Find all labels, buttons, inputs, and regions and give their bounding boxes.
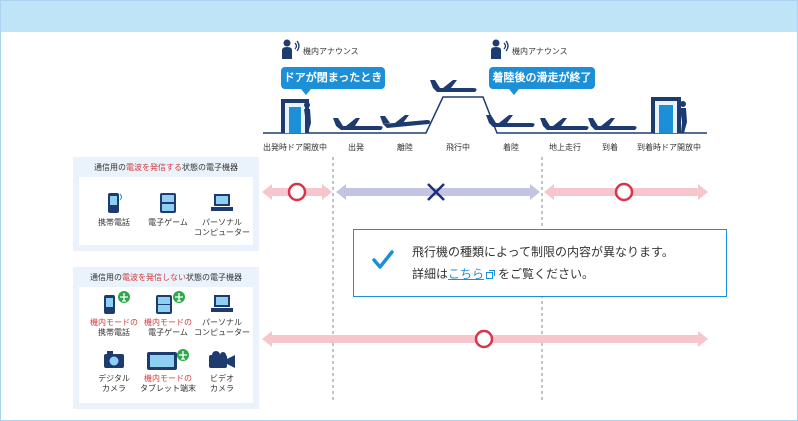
game-console-icon <box>160 193 176 213</box>
panel-body: 機内モードの 携帯電話 機内モードの 電子ゲーム パーソナル コンピューター <box>79 287 253 403</box>
title-text: 通信用の <box>94 163 126 172</box>
flight-path-line <box>263 96 707 134</box>
bubble-taxi-end: 着陸後の滑走が終了 <box>489 67 595 95</box>
stage-label: 飛行中 <box>446 143 470 152</box>
device-digital-camera: デジタル カメラ <box>83 349 145 394</box>
announce-label-left: 機内アナウンス <box>303 47 359 56</box>
title-text: 状態の電子機器 <box>186 273 242 282</box>
device-label: 携帯電話 <box>98 218 130 227</box>
title-highlight: 電波を発信する <box>126 163 182 172</box>
device-label: コンピューター <box>194 228 250 237</box>
stage-label: 着陸 <box>503 143 519 152</box>
timeline-arrows <box>262 157 708 403</box>
notice-line-1: 飛行機の種類によって制限の内容が異なります。 <box>412 245 674 259</box>
stage-label: 離陸 <box>397 143 413 152</box>
device-mobile-phone: 機内モードの 携帯電話 <box>83 291 145 338</box>
announce-label-right: 機内アナウンス <box>512 47 568 56</box>
stage-label: 到着 <box>602 143 618 152</box>
airplane-icon <box>380 115 431 128</box>
door-open-icon <box>281 99 311 133</box>
panel-body: 携帯電話 電子ゲーム パーソナル コンピューター <box>79 177 253 245</box>
title-text: 状態の電子機器 <box>182 163 238 172</box>
device-label: カメラ <box>210 384 234 393</box>
laptop-icon <box>211 194 233 211</box>
allowed-circle-mark <box>287 182 307 202</box>
device-label: カメラ <box>102 384 126 393</box>
airplane-icon <box>430 80 477 92</box>
device-game-console: 機内モードの 電子ゲーム <box>137 291 199 338</box>
panel-transmitting: 通信用の電波を発信する状態の電子機器 携帯電話 電子ゲーム パーソ <box>73 157 259 251</box>
device-label: 電子ゲーム <box>148 218 188 227</box>
device-laptop: パーソナル コンピューター <box>191 291 253 338</box>
device-video-camera: ビデオ カメラ <box>191 349 253 394</box>
airplane-icon <box>540 118 589 130</box>
announcer-icon <box>491 39 509 59</box>
top-band <box>1 1 797 32</box>
arrow-allowed <box>262 329 708 349</box>
device-mode-label: 機内モードの <box>144 374 192 383</box>
arrow-allowed <box>544 182 708 202</box>
stage-label: 到着時ドア開放中 <box>637 143 701 152</box>
device-mode-label: 機内モードの <box>90 318 138 327</box>
device-game-console: 電子ゲーム <box>137 191 199 228</box>
stage-label: 地上走行 <box>549 143 581 152</box>
announcer-icon <box>282 39 300 59</box>
notice-box: 飛行機の種類によって制限の内容が異なります。 詳細はこちらをご覧ください。 <box>353 229 727 297</box>
digital-camera-icon <box>104 351 124 368</box>
arrow-forbidden <box>336 183 540 201</box>
device-label: パーソナル <box>202 218 242 227</box>
mobile-phone-icon <box>104 291 130 314</box>
flight-scene <box>263 80 707 134</box>
bubble-door-closed: ドアが閉まったとき <box>281 67 385 95</box>
panel-title: 通信用の電波を発信する状態の電子機器 <box>73 162 259 173</box>
stage-label: 出発 <box>348 143 364 152</box>
device-tablet: 機内モードの タブレット端末 <box>137 349 199 394</box>
device-label: コンピューター <box>194 328 250 337</box>
device-label: 電子ゲーム <box>148 328 188 337</box>
panel-title: 通信用の電波を発信しない状態の電子機器 <box>73 272 259 283</box>
device-label: ビデオ <box>210 374 234 383</box>
device-mobile-phone: 携帯電話 <box>83 191 145 228</box>
forbidden-x-mark <box>427 183 445 201</box>
allowed-circle-mark <box>474 329 494 349</box>
allowed-circle-mark <box>614 182 634 202</box>
device-label: パーソナル <box>202 318 242 327</box>
panel-not-transmitting: 通信用の電波を発信しない状態の電子機器 機内モードの 携帯電話 機内モードの 電… <box>73 267 259 409</box>
notice-text: をご覧ください。 <box>498 267 595 281</box>
device-label: デジタル <box>98 374 130 383</box>
title-text: 通信用の <box>90 273 122 282</box>
mobile-phone-icon <box>108 193 122 213</box>
device-label: タブレット端末 <box>140 384 196 393</box>
notice-line-2: 詳細はこちらをご覧ください。 <box>412 265 594 282</box>
notice-text: 詳細は <box>412 267 449 281</box>
title-highlight: 電波を発信しない <box>122 273 186 282</box>
device-laptop: パーソナル コンピューター <box>191 191 253 238</box>
airplane-icon <box>588 118 637 130</box>
device-label: 携帯電話 <box>98 328 130 337</box>
door-open-icon <box>651 97 687 133</box>
airplane-icon <box>333 118 383 130</box>
tablet-icon <box>147 349 189 370</box>
device-mode-label: 機内モードの <box>144 318 192 327</box>
video-camera-icon <box>209 351 235 368</box>
game-console-icon <box>156 291 185 314</box>
external-link-icon <box>486 270 496 279</box>
arrow-allowed <box>262 182 332 202</box>
stage-label: 出発時ドア開放中 <box>263 143 327 152</box>
airplane-icon <box>486 115 535 127</box>
laptop-icon <box>211 295 233 312</box>
details-link[interactable]: こちら <box>448 267 485 281</box>
check-icon <box>372 250 394 269</box>
